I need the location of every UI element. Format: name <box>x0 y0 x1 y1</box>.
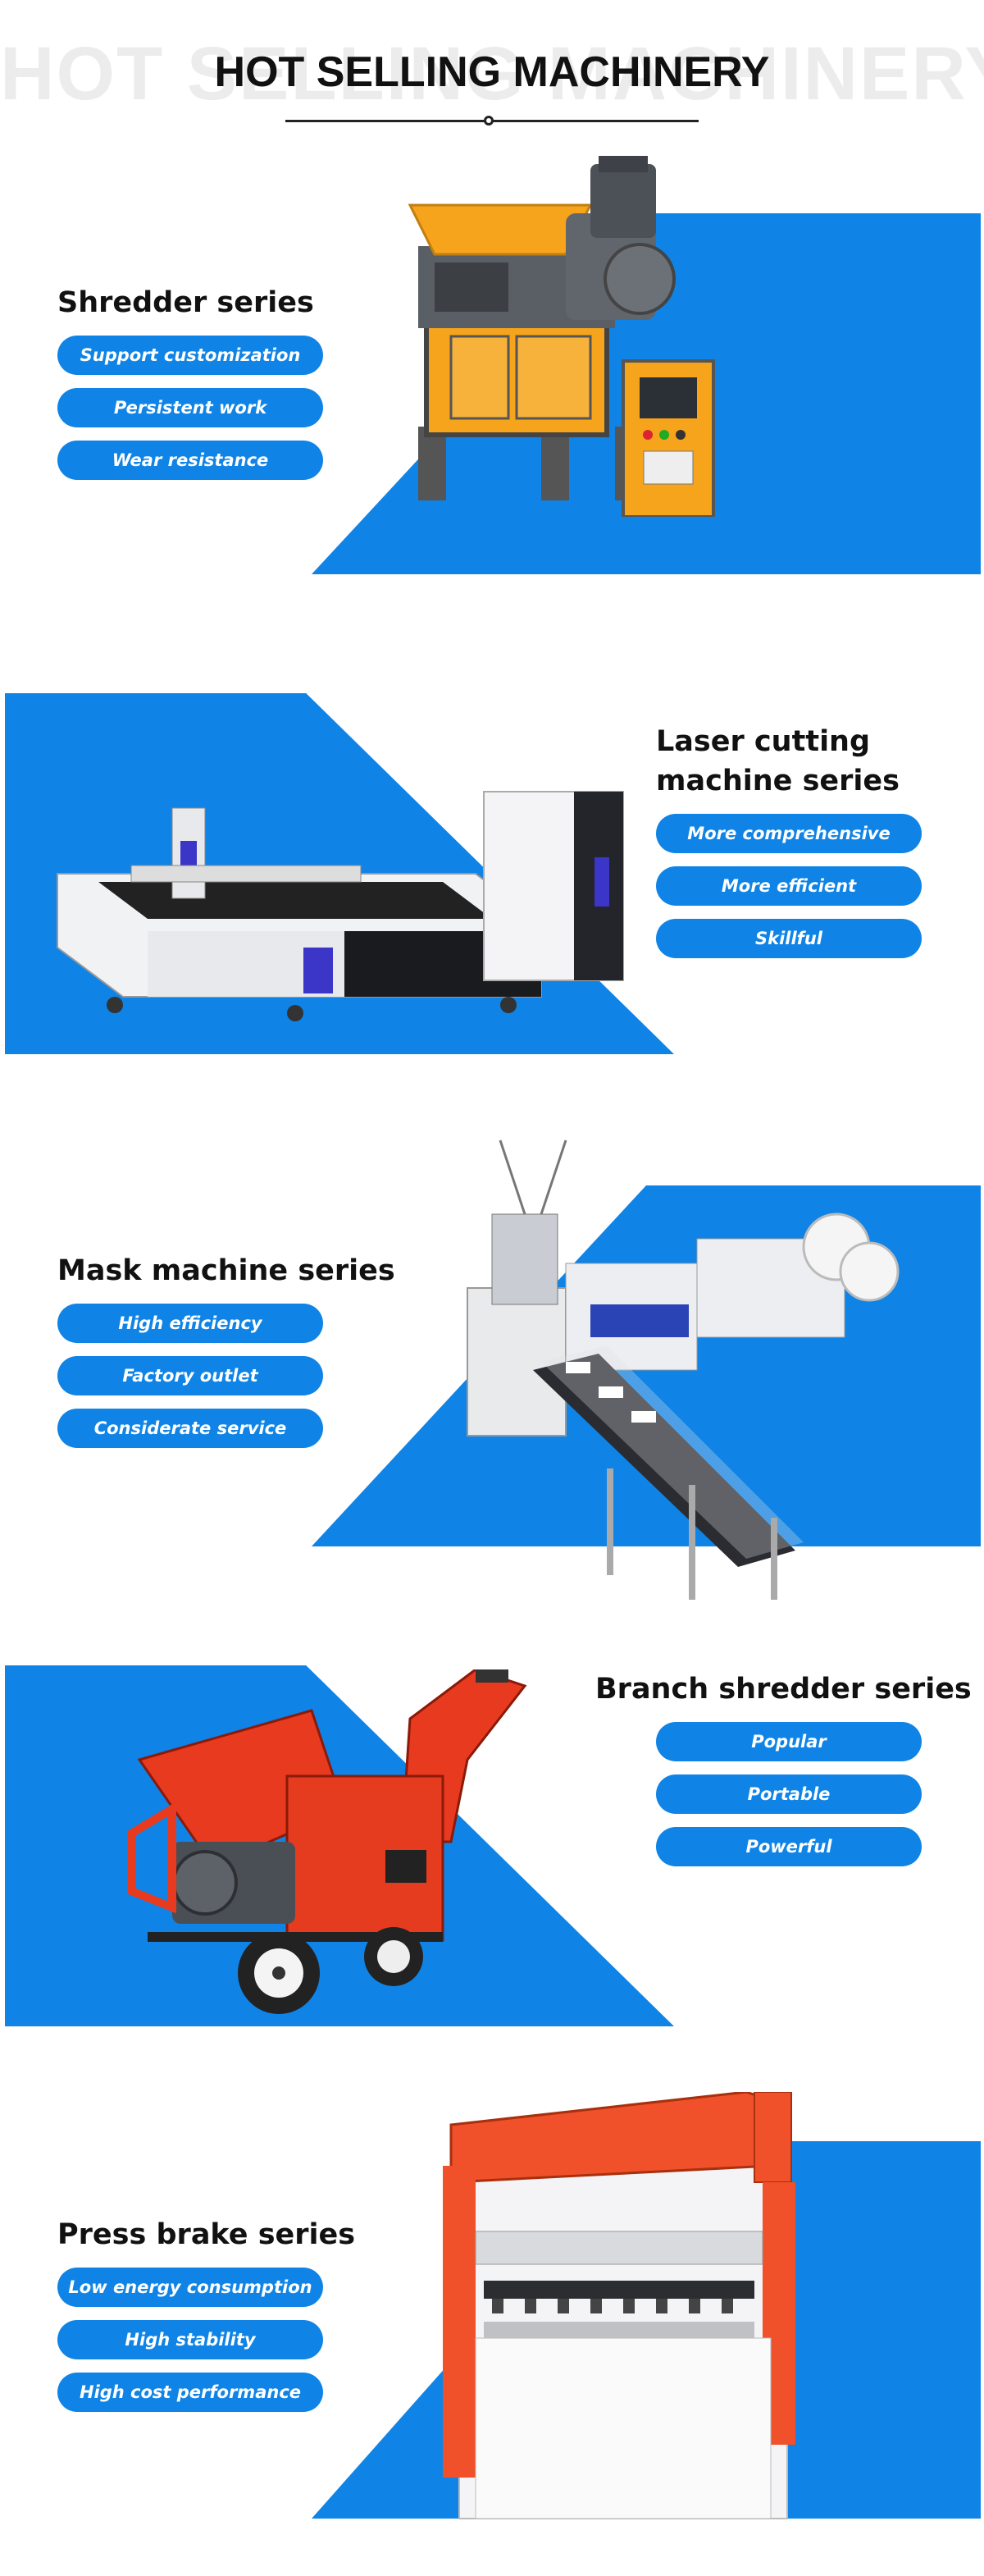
page-header: HOT SELLING MACHINERY HOT SELLING MACHIN… <box>0 0 984 139</box>
section-laser-cutting: Laser cutting machine series More compre… <box>0 611 984 1054</box>
feature-badge: Portable <box>656 1774 922 1814</box>
feature-badge: Powerful <box>656 1827 922 1866</box>
feature-badge: Support customization <box>57 336 323 375</box>
section-branch-shredder: Branch shredder series Popular Portable … <box>0 1579 984 2026</box>
feature-badge: Wear resistance <box>57 441 323 480</box>
press-brake-machine-image <box>443 2092 795 2519</box>
feature-badge: High stability <box>57 2320 323 2359</box>
feature-badge: More efficient <box>656 866 922 906</box>
section-info: Mask machine series High efficiency Fact… <box>57 1251 395 1448</box>
section-title: Branch shredder series <box>595 1673 972 1706</box>
feature-badge: Persistent work <box>57 388 323 427</box>
feature-badge: High cost performance <box>57 2373 323 2412</box>
section-shredder: Shredder series Support customization Pe… <box>0 139 984 582</box>
section-title: Mask machine series <box>57 1254 395 1287</box>
section-mask-machine: Mask machine series High efficiency Fact… <box>0 1108 984 1600</box>
section-info: Laser cutting machine series More compre… <box>656 722 922 958</box>
feature-badge: Considerate service <box>57 1409 323 1448</box>
section-info: Branch shredder series Popular Portable … <box>595 1669 972 1866</box>
section-title: Press brake series <box>57 2218 356 2251</box>
shredder-machine-image <box>408 156 715 517</box>
title-divider-dot <box>484 116 494 126</box>
section-press-brake: Press brake series Low energy consumptio… <box>0 2084 984 2527</box>
mask-machine-image <box>467 1140 900 1600</box>
section-title: Shredder series <box>57 286 314 319</box>
feature-badge: More comprehensive <box>656 814 922 853</box>
section-info: Press brake series Low energy consumptio… <box>57 2215 355 2412</box>
feature-badge: Low energy consumption <box>57 2268 323 2307</box>
section-title: Laser cutting machine series <box>656 725 900 797</box>
feature-badge: High efficiency <box>57 1304 323 1343</box>
laser-cutting-machine-image <box>57 791 624 1021</box>
feature-badge: Factory outlet <box>57 1356 323 1395</box>
page-title: HOT SELLING MACHINERY <box>214 48 770 96</box>
section-info: Shredder series Support customization Pe… <box>57 283 323 480</box>
branch-shredder-machine-image <box>127 1669 527 2014</box>
feature-badge: Skillful <box>656 919 922 958</box>
header-background-text: HOT SELLING MACHINERY <box>0 32 984 116</box>
feature-badge: Popular <box>656 1722 922 1761</box>
